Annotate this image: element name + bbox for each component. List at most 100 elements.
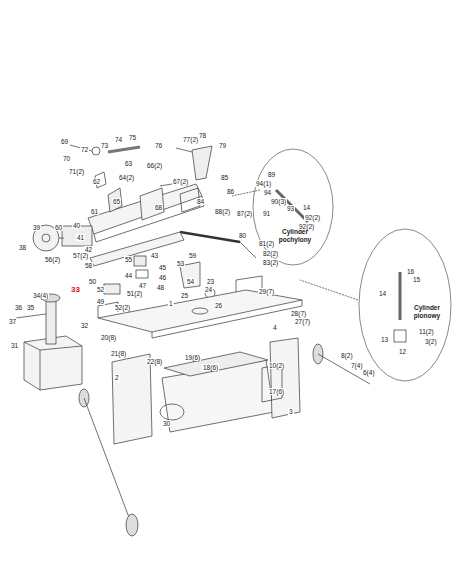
callout-number: 82(2) [262,250,279,257]
callout-number: 60 [54,224,63,231]
callout-number: 90(3) [270,198,287,205]
callout-number: 89 [267,171,276,178]
callout-number: 84 [196,198,205,205]
callout-number: 92(2) [304,214,321,221]
lever-37 [16,314,46,318]
shaft-80 [180,232,240,242]
callout-number: 36 [14,304,23,311]
callout-number: 88(2) [214,208,231,215]
callout-number: 33 [70,285,81,294]
callout-number: 3(2) [424,338,438,345]
callout-number: 52(2) [114,304,131,311]
callout-number: 27(7) [294,318,311,325]
callout-number: 67(2) [172,178,189,185]
callout-number: 4 [272,324,278,331]
callout-number: 66(2) [146,162,163,169]
callout-number: 49 [96,298,105,305]
spring-74 [108,147,140,152]
callout-number: 18(6) [202,364,219,371]
callout-number: 8(2) [340,352,354,359]
gearbox [62,226,92,246]
callout-number: 52 [96,286,105,293]
callout-number: 86 [226,188,235,195]
callout-number: 48 [156,284,165,291]
detail-title: Cylinder pochylony [274,228,316,243]
leader [232,190,260,196]
callout-number: 93 [286,205,295,212]
callout-number: 39 [32,224,41,231]
callout-number: 70 [62,155,71,162]
callout-number: 44 [124,272,133,279]
callout-number: 61 [90,208,99,215]
callout-number: 51(2) [126,290,143,297]
bolt-67 [160,184,172,186]
callout-number: 24 [204,286,213,293]
callout-number: 94 [263,189,272,196]
detail-ellipse: Cylinder pionowy [358,228,452,382]
cylinder-14b [399,272,402,320]
callout-number: 72 [80,146,89,153]
callout-number: 14 [378,290,387,297]
callout-number: 92(2) [298,223,315,230]
vise-58 [90,232,184,266]
callout-number: 59 [188,252,197,259]
callout-number: 23 [206,278,215,285]
ellipse [253,149,333,265]
callout-number: 40 [72,222,81,229]
callout-number: 22(8) [146,358,163,365]
callout-number: 79 [218,142,227,149]
callout-number: 30 [162,420,171,427]
callout-number: 45 [158,264,167,271]
bolt-77 [176,148,192,152]
ellipse [359,229,451,381]
callout-number: 69 [60,138,69,145]
callout-number: 76 [154,142,163,149]
callout-number: 41 [76,234,85,241]
callout-number: 43 [150,252,159,259]
callout-number: 37 [8,318,17,325]
callout-number: 81(2) [258,240,275,247]
callout-number: 91 [262,210,271,217]
callout-number: 53 [176,260,185,267]
panel-2 [112,354,152,444]
callout-number: 6(4) [362,369,376,376]
callout-number: 29(7) [258,288,275,295]
callout-number: 50 [88,278,97,285]
callout-number: 58 [84,262,93,269]
callout-number: 21(8) [110,350,127,357]
bracket-79 [192,146,212,180]
callout-number: 2 [114,374,120,381]
saw-arm [88,184,202,234]
guard-65 [108,188,122,212]
callout-number: 83(2) [262,259,279,266]
callout-number: 16 [406,268,415,275]
callout-number: 46 [158,274,167,281]
callout-number: 20(8) [100,334,117,341]
box-31-edge [40,350,41,390]
table-front [152,300,302,338]
callout-number: 10(2) [268,362,285,369]
detail-title: Cylinder pionowy [406,304,448,319]
shelf-19 [164,352,268,376]
plate-68 [140,188,164,220]
table-1 [98,290,302,332]
callout-number: 62 [92,178,101,185]
block-44 [136,270,148,278]
callout-number: 55 [124,256,133,263]
callout-number: 11(2) [418,328,435,335]
callout-number: 71(2) [68,168,85,175]
shaft [59,238,64,239]
callout-number: 75 [128,134,137,141]
callout-number: 15 [412,276,421,283]
callout-number: 13 [380,336,389,343]
callout-number: 73 [100,142,109,149]
callout-number: 34(4) [32,292,49,299]
callout-number: 31 [10,342,19,349]
callout-number: 35 [26,304,35,311]
callout-number: 94(1) [255,180,272,187]
callout-number: 47 [138,282,147,289]
bolt-81 [240,242,256,258]
callout-number: 54 [186,278,195,285]
callout-number: 78 [198,132,207,139]
callout-number: 80 [238,232,247,239]
